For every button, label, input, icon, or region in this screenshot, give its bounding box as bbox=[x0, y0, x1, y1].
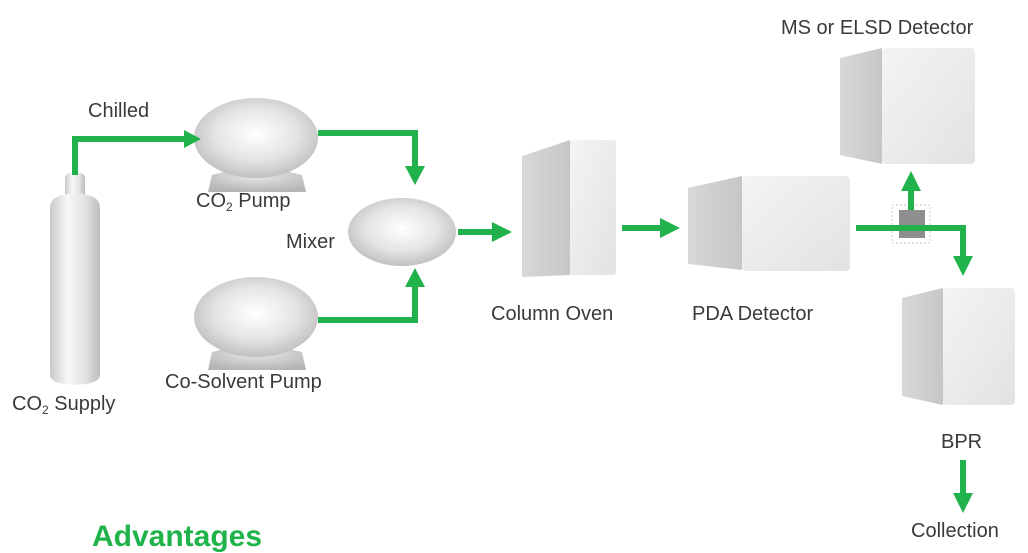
arrowhead-collection bbox=[953, 493, 973, 513]
co2-pump bbox=[194, 98, 318, 192]
label-co-solvent-pump: Co-Solvent Pump bbox=[165, 371, 322, 393]
co-solvent-pump bbox=[194, 277, 318, 370]
label-pda-detector: PDA Detector bbox=[692, 303, 814, 325]
label-ms-elsd-detector: MS or ELSD Detector bbox=[781, 17, 974, 39]
label-column-oven: Column Oven bbox=[491, 303, 614, 325]
arrowhead-ms bbox=[901, 171, 921, 191]
bpr-unit bbox=[902, 288, 1015, 405]
flow-splitter bbox=[891, 204, 931, 244]
mixer bbox=[348, 198, 456, 266]
arrowhead-bpr bbox=[953, 256, 973, 276]
pda-detector bbox=[688, 176, 850, 271]
label-co2-supply-sub: 2 bbox=[42, 403, 49, 417]
arrowhead-mixer-bottom bbox=[405, 268, 425, 287]
label-collection: Collection bbox=[911, 520, 999, 542]
label-co2-pump-prefix: CO bbox=[196, 190, 226, 212]
label-co2-pump: CO2 Pump bbox=[196, 191, 291, 213]
label-co2-supply: CO2 Supply bbox=[12, 394, 115, 416]
flow-arrow-co2-pump-to-mixer bbox=[318, 130, 418, 168]
flow-arrow-cosolvent-to-mixer bbox=[318, 285, 418, 323]
label-co2-supply-prefix: CO bbox=[12, 393, 42, 415]
label-co2-pump-sub: 2 bbox=[226, 200, 233, 214]
arrowhead-mixer-top bbox=[405, 166, 425, 185]
label-chilled: Chilled bbox=[88, 100, 150, 122]
arrowhead-oven bbox=[492, 222, 512, 242]
arrowhead-co2-pump bbox=[184, 130, 201, 148]
label-bpr: BPR bbox=[941, 431, 983, 453]
arrowhead-pda bbox=[660, 218, 680, 238]
advantages-heading: Advantages bbox=[92, 520, 263, 553]
label-mixer: Mixer bbox=[286, 231, 335, 253]
flow-arrow-pda-to-splitter bbox=[856, 225, 966, 258]
flow-arrow-supply-to-co2-pump bbox=[72, 136, 186, 175]
label-co2-supply-suffix: Supply bbox=[48, 393, 116, 415]
co2-supply-cylinder bbox=[50, 173, 100, 385]
label-co2-pump-suffix: Pump bbox=[232, 190, 291, 212]
ms-elsd-detector bbox=[840, 48, 975, 164]
column-oven bbox=[522, 140, 616, 277]
